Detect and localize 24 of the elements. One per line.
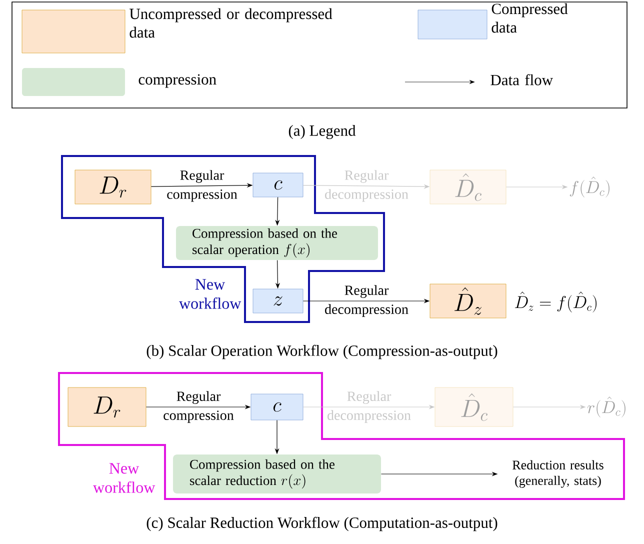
data-box: $z$ <box>252 288 304 314</box>
edge-label: Regular decompression <box>325 285 408 317</box>
formula-label: $r(\hat{D}_c)$ <box>588 396 626 418</box>
legend-text: Uncompressed or decompressed data <box>130 8 332 38</box>
formula-label: $\hat{D}_z = f(\hat{D}_c)$ <box>515 292 596 312</box>
caption: (c) Scalar Reduction Workflow (Computation-as-output) <box>146 516 498 532</box>
data-box: $D_r$ <box>74 170 152 204</box>
edge-label: Regular compression <box>167 170 238 202</box>
formula-label: $f(\hat{D}_c)$ <box>570 176 610 198</box>
legend-text: Data flow <box>490 74 553 86</box>
edge-label: Regular compression <box>164 391 234 423</box>
data-box: $\hat{D}_c$ <box>434 387 514 427</box>
result-text: Reduction results (generally, stats) <box>512 460 604 488</box>
data-box: $c$ <box>250 394 304 420</box>
data-box: $\hat{D}_c$ <box>430 170 506 204</box>
data-box: $c$ <box>252 172 304 198</box>
legend-text: compression <box>138 74 216 88</box>
process-box: Compression based on the scalar reduction $r(x)$ <box>173 454 381 494</box>
legend-text: Compressed data <box>492 3 568 33</box>
caption: (b) Scalar Operation Workflow (Compression-as-output) <box>146 344 498 360</box>
data-box: $D_r$ <box>68 387 146 427</box>
process-box: Compression based on the scalar operation $f(x)$ <box>176 226 378 260</box>
data-box: $\hat{D}_z$ <box>430 284 506 318</box>
caption: (a) Legend <box>288 124 356 140</box>
